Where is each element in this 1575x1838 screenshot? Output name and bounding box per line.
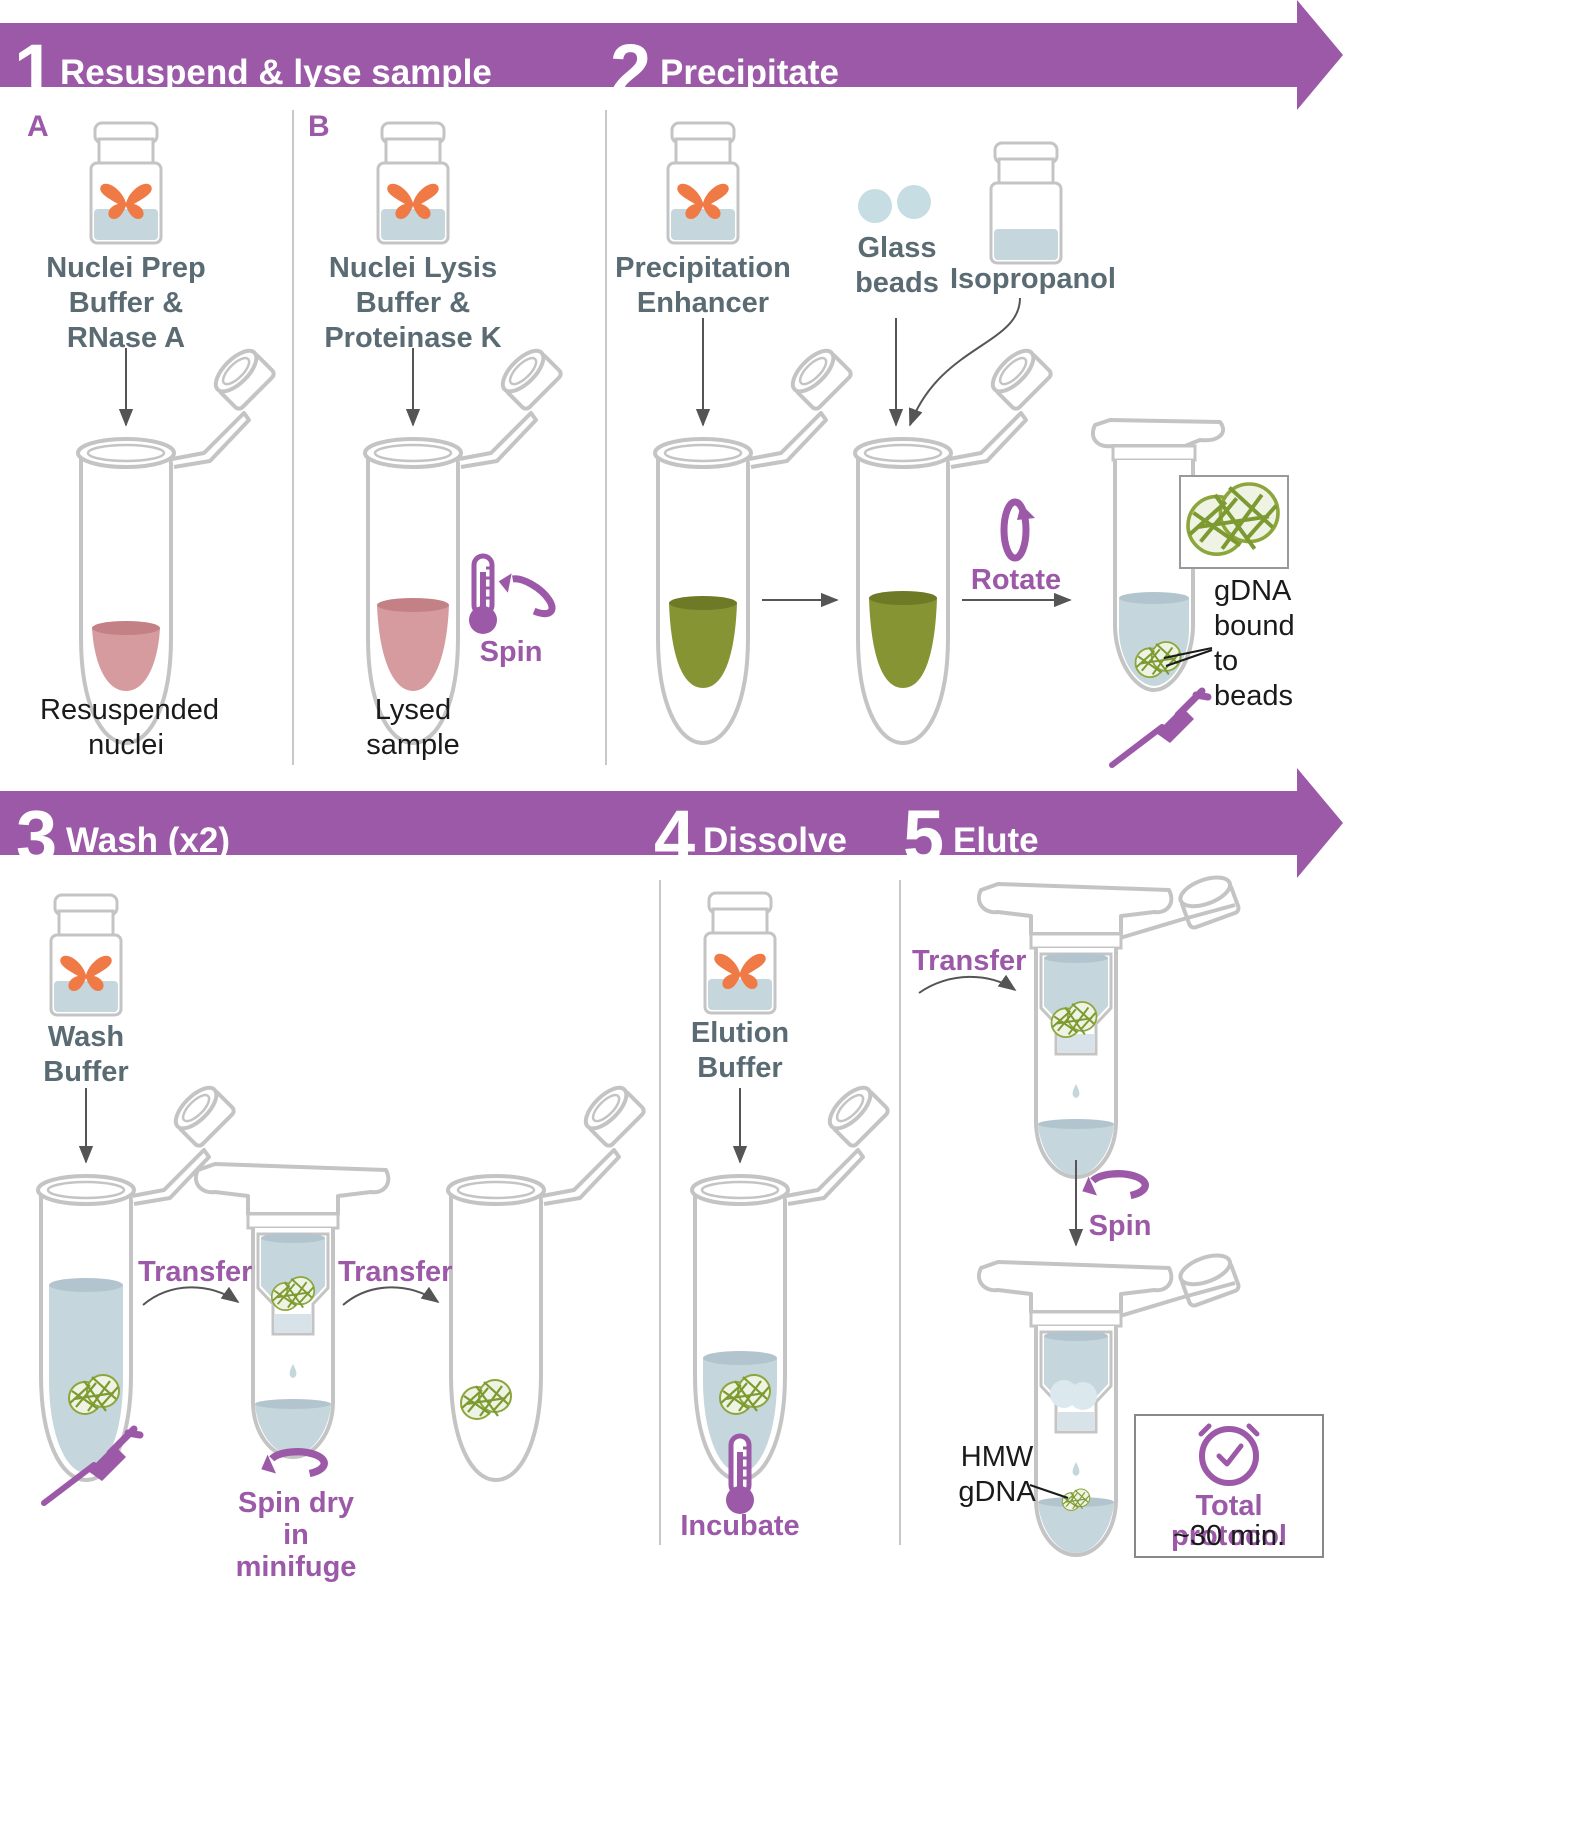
transfer-label: Transfer — [912, 945, 1027, 977]
column-tube — [976, 875, 1241, 1179]
result-label: Resuspended nuclei — [40, 694, 219, 761]
microtube — [446, 1079, 648, 1482]
reagent-label: Nuclei Lysis Buffer & Proteinase K — [324, 252, 502, 354]
reagent-label: Wash Buffer — [43, 1021, 129, 1088]
reagent-bottle — [989, 141, 1063, 265]
total-protocol-title: Total protocol — [1171, 1490, 1287, 1552]
microtube — [853, 342, 1055, 745]
spin-label: Spin — [479, 636, 543, 668]
column-tube — [976, 1253, 1241, 1557]
microtube — [1091, 418, 1226, 693]
panel-letter-b: B — [308, 110, 330, 143]
microtube — [76, 342, 278, 745]
microtube — [363, 342, 565, 745]
reagent-bottle — [376, 121, 450, 245]
result-label: gDNA bound to beads — [1214, 575, 1295, 712]
step-title: Precipitate — [660, 53, 839, 92]
rotate-label: Rotate — [970, 564, 1062, 596]
incubate-label: Incubate — [680, 1510, 800, 1542]
reagent-label: Precipitation Enhancer — [615, 252, 791, 319]
reagent-bottle — [49, 893, 123, 1017]
step-number: 5 — [903, 795, 945, 878]
step-title: Resuspend & lyse sample — [60, 53, 492, 92]
transfer-label: Transfer — [138, 1256, 253, 1288]
transfer-label: Transfer — [338, 1256, 453, 1288]
step-number: 2 — [610, 29, 652, 112]
step-number: 4 — [654, 795, 696, 878]
step-title: Dissolve — [703, 821, 847, 860]
bead-icon — [858, 189, 892, 223]
bead-icon — [897, 185, 931, 219]
banner-top — [0, 0, 1343, 110]
panel-letter-a: A — [27, 110, 49, 143]
reagent-bottle — [89, 121, 163, 245]
reagent-label: Nuclei Prep Buffer & RNase A — [46, 252, 206, 354]
column-tube — [193, 1162, 391, 1459]
clock-icon — [1198, 1423, 1260, 1486]
step-title: Elute — [953, 821, 1039, 860]
result-label: Lysed sample — [366, 694, 460, 761]
reagent-bottle — [703, 891, 777, 1015]
reagent-bottle — [666, 121, 740, 245]
spin-dry-label: Spin dry in minifuge — [235, 1487, 357, 1583]
step-number: 1 — [14, 29, 56, 112]
rotate-icon — [1000, 498, 1035, 562]
spin-label: Spin — [1088, 1210, 1152, 1242]
microtube — [36, 1079, 238, 1482]
total-protocol-time: ~30 min. — [1172, 1520, 1286, 1552]
step-number: 3 — [16, 795, 58, 878]
reagent-label: Glass beads — [855, 232, 939, 299]
microtube — [690, 1079, 892, 1482]
reagent-label: Elution Buffer — [690, 1017, 790, 1084]
step-title: Wash (x2) — [66, 821, 231, 860]
reagent-label: Isopropanol — [950, 263, 1116, 295]
microtube — [653, 342, 855, 745]
hmw-gdna-label: HMW gDNA — [958, 1441, 1036, 1508]
banner-bottom — [0, 768, 1343, 878]
